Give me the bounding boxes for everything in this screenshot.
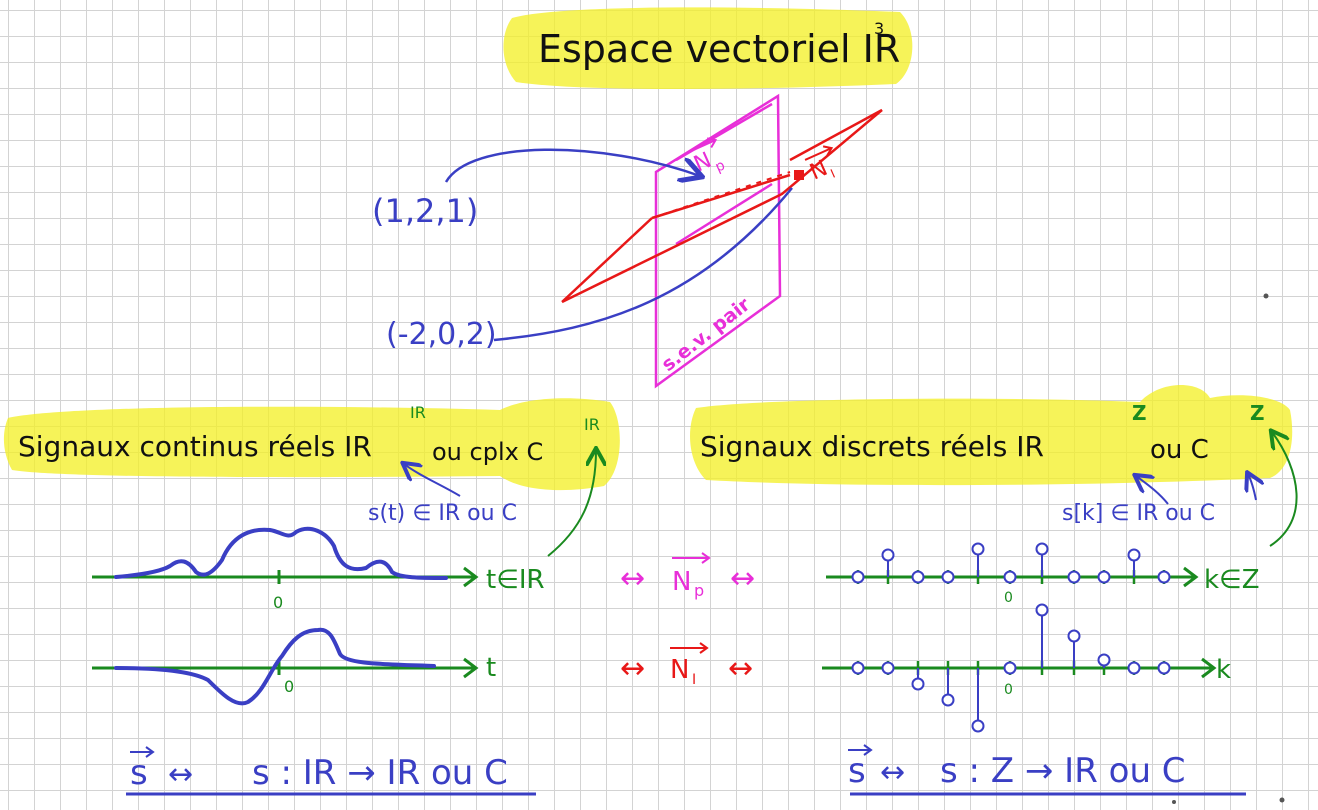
svg-text:N: N — [672, 567, 691, 597]
even-signal-curve — [114, 526, 448, 580]
vector-space-diagram: N p N I s.e.v. pair — [561, 93, 883, 389]
even-discrete-stem — [851, 570, 865, 584]
discrete-membership: s[k] ∈ IR ou C — [1062, 501, 1215, 526]
odd-discrete-stem — [1067, 629, 1081, 675]
middle-even-relation: ↔ N p ↔ — [620, 552, 755, 600]
discrete-membership-arrow-1 — [1136, 476, 1169, 505]
title-highlight — [503, 7, 913, 89]
discrete-mapping: s ↔ s : Z → IR ou C — [848, 744, 1246, 796]
point-label-1: (1,2,1) — [372, 192, 478, 230]
pointer-curve-2 — [493, 187, 793, 342]
svg-text:↔: ↔ — [728, 651, 753, 686]
odd-subspace-dashed — [651, 171, 791, 219]
odd-discrete-stem — [911, 661, 925, 691]
discrete-membership-arrow-2 — [1248, 474, 1256, 501]
discrete-origin-1: 0 — [1004, 590, 1013, 606]
continuous-heading: Signaux continus réels IR — [18, 430, 372, 463]
odd-signal-curve — [114, 627, 436, 706]
svg-text:I: I — [692, 672, 696, 688]
svg-text:↔: ↔ — [880, 755, 905, 790]
continuous-origin-1: 0 — [273, 593, 283, 612]
continuous-origin-2: 0 — [284, 677, 294, 696]
pointer-curve-1 — [444, 148, 700, 182]
discrete-heading-sup-2: Z — [1250, 401, 1265, 425]
svg-text:s.e.v. pair: s.e.v. pair — [658, 293, 755, 376]
stray-dot — [1263, 293, 1269, 299]
discrete-axis-odd-label: k — [1216, 655, 1231, 685]
odd-discrete-stem — [851, 661, 865, 675]
odd-discrete-stem — [941, 661, 955, 707]
svg-text:I: I — [828, 167, 837, 181]
title-text: Espace vectoriel IR — [538, 27, 900, 71]
continuous-heading-sup-2: IR — [584, 415, 600, 434]
continuous-axis-even-label: t∈IR — [486, 565, 545, 595]
even-discrete-stem — [1035, 542, 1049, 584]
svg-text:s: s — [848, 751, 866, 791]
continuous-mapping: s ↔ s : IR → IR ou C — [126, 746, 536, 796]
odd-discrete-stem — [1097, 653, 1111, 675]
svg-text:↔: ↔ — [620, 561, 645, 596]
middle-odd-relation: ↔ N I ↔ — [620, 642, 753, 688]
even-normal-label: N p — [688, 137, 728, 177]
svg-text:s: s — [130, 753, 148, 793]
discrete-heading-sup-1: Z — [1132, 401, 1147, 425]
title-exponent: 3 — [874, 19, 884, 38]
even-discrete-stem — [941, 570, 955, 584]
discrete-domain-arrow — [1270, 432, 1298, 547]
even-discrete-stem — [881, 548, 895, 584]
continuous-axis-odd-label: t — [486, 653, 496, 683]
svg-text:↔: ↔ — [168, 757, 193, 792]
continuous-membership-arrow — [404, 464, 461, 497]
svg-text:N: N — [806, 156, 831, 186]
svg-text:↔: ↔ — [620, 651, 645, 686]
continuous-heading-sup-1: IR — [410, 403, 426, 422]
continuous-membership: s(t) ∈ IR ou C — [368, 501, 517, 526]
discrete-origin-2: 0 — [1004, 682, 1013, 698]
odd-subspace-plane — [561, 108, 883, 304]
odd-discrete-stem — [971, 661, 985, 733]
discrete-heading-part-2: ou C — [1150, 435, 1209, 465]
svg-text:s : Z → IR ou C: s : Z → IR ou C — [940, 751, 1186, 791]
continuous-domain-arrow — [547, 450, 596, 557]
even-subspace-plane — [654, 93, 782, 389]
even-subspace-inner-line-2 — [675, 182, 773, 246]
odd-discrete-signal — [851, 603, 1171, 733]
intersection-point — [794, 170, 804, 180]
odd-discrete-stem — [1003, 661, 1017, 675]
svg-text:s : IR → IR ou C: s : IR → IR ou C — [252, 753, 508, 793]
even-discrete-stem — [1157, 570, 1171, 584]
discrete-heading: Signaux discrets réels IR — [700, 430, 1044, 463]
continuous-heading-highlight — [3, 398, 620, 491]
discrete-heading-highlight — [690, 384, 1293, 486]
even-discrete-stem — [1067, 570, 1081, 584]
even-discrete-stem — [1097, 570, 1111, 584]
odd-discrete-stem — [1127, 661, 1141, 675]
discrete-axis-even-label: k∈Z — [1204, 565, 1260, 595]
even-discrete-stem — [1127, 548, 1141, 584]
svg-text:p: p — [694, 581, 704, 600]
stray-dot — [1279, 797, 1285, 803]
svg-text:↔: ↔ — [730, 561, 755, 596]
even-discrete-stem — [911, 570, 925, 584]
continuous-heading-part-2: ou cplx C — [432, 438, 543, 466]
odd-discrete-stem — [881, 661, 895, 675]
stray-dot — [1172, 800, 1176, 804]
even-discrete-stem — [971, 542, 985, 584]
svg-text:p: p — [713, 157, 728, 175]
subspace-label: s.e.v. pair — [658, 293, 755, 376]
point-label-2: (-2,0,2) — [386, 317, 497, 352]
even-discrete-stem — [1003, 570, 1017, 584]
odd-discrete-stem — [1035, 603, 1049, 675]
even-discrete-signal — [851, 542, 1171, 584]
odd-discrete-stem — [1157, 661, 1171, 675]
svg-text:N: N — [670, 655, 689, 685]
